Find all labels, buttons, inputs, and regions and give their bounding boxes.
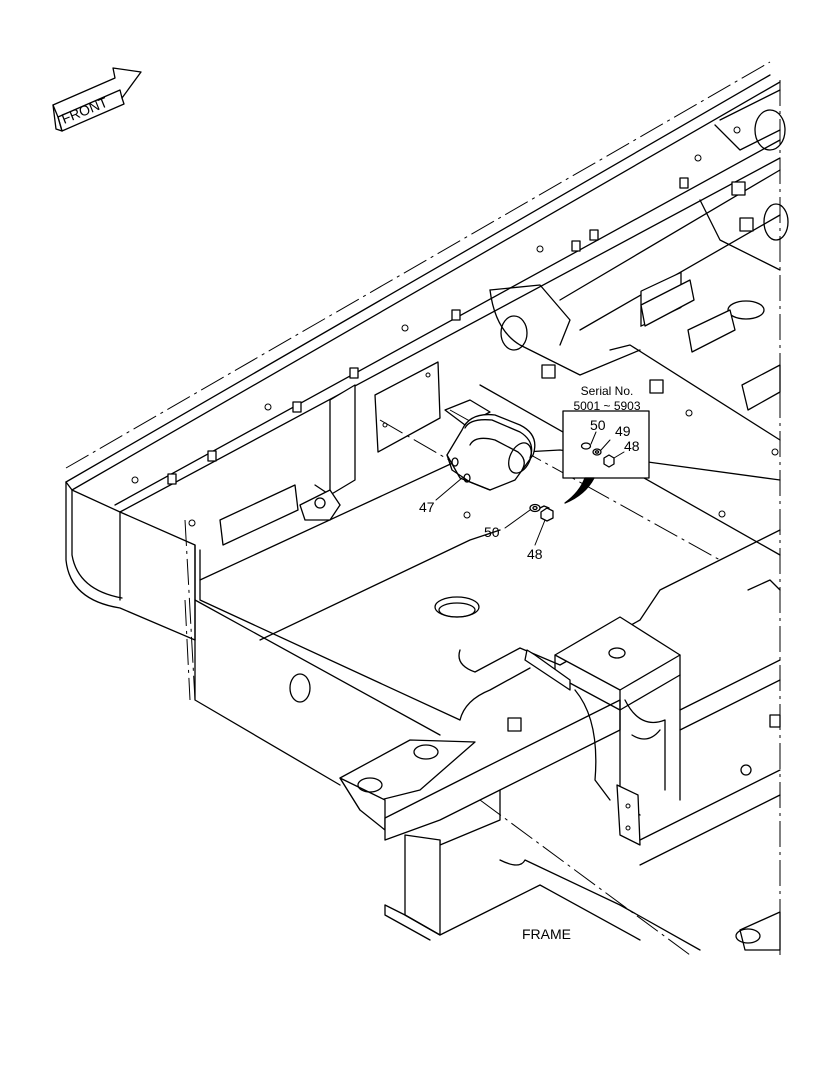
frame-caption: FRAME: [522, 926, 571, 942]
callout-label-49: 49: [615, 423, 631, 439]
frame-structure: [65, 61, 789, 956]
part-label-48: 48: [527, 546, 543, 562]
callout-title: Serial No.: [581, 384, 634, 398]
frame-blocks: [507, 181, 781, 771]
rail-bolts: [131, 126, 779, 527]
part-label-50: 50: [484, 524, 500, 540]
mount-plate: [374, 361, 441, 453]
callout-label-50: 50: [590, 417, 606, 433]
part-label-47: 47: [419, 499, 435, 515]
upright-bracket: [329, 384, 356, 496]
callout-serial-range: 5001 ~ 5903: [573, 399, 640, 413]
washer-part-50: [529, 503, 541, 513]
rail-tabs: [167, 177, 689, 485]
serial-callout: [562, 410, 650, 504]
horn-part-47: [446, 413, 536, 491]
front-arrow-icon: FRONT: [52, 67, 142, 132]
callout-label-48: 48: [624, 438, 640, 454]
saddle-top: [554, 616, 681, 691]
bolt-part-48: [539, 505, 554, 522]
